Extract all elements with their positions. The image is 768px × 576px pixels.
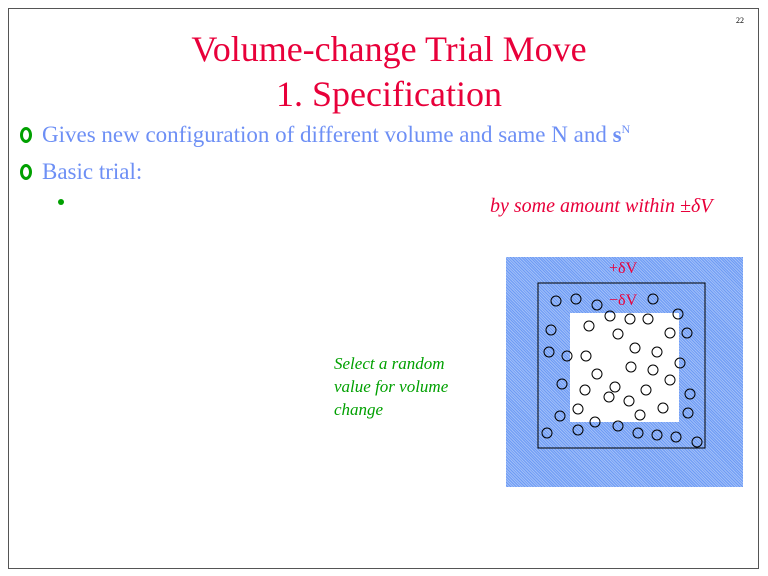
particle	[681, 327, 693, 339]
particle	[545, 324, 557, 336]
particle	[647, 293, 659, 305]
particle	[543, 346, 555, 358]
particle	[554, 410, 566, 422]
particle	[651, 346, 663, 358]
page-number: 22	[736, 16, 744, 25]
particle	[550, 295, 562, 307]
slide-title-line2: 1. Specification	[276, 74, 502, 114]
particle	[603, 391, 615, 403]
particle	[572, 424, 584, 436]
particle	[583, 320, 595, 332]
particle	[672, 308, 684, 320]
particle	[684, 388, 696, 400]
bullet-text: Basic trial:	[42, 159, 143, 184]
particle	[589, 416, 601, 428]
bullet-text: Gives new configuration of different vol…	[42, 122, 607, 147]
slide-frame	[8, 8, 759, 569]
particle	[591, 368, 603, 380]
particle	[670, 431, 682, 443]
particle	[642, 313, 654, 325]
particle	[570, 293, 582, 305]
particle	[541, 427, 553, 439]
particle	[674, 357, 686, 369]
particle	[691, 436, 703, 448]
particle	[612, 420, 624, 432]
particle	[629, 342, 641, 354]
particle	[664, 327, 676, 339]
particle	[591, 299, 603, 311]
annotation-text: Select a random value for volume change	[334, 354, 449, 419]
particle	[604, 310, 616, 322]
slide-title-line1: Volume-change Trial Move	[191, 29, 587, 69]
particle	[579, 384, 591, 396]
particle	[651, 429, 663, 441]
particle	[624, 313, 636, 325]
bold-symbol: s	[612, 122, 622, 147]
sub-bullet-text: by some amount within ±δV	[490, 195, 713, 217]
particle	[664, 374, 676, 386]
particle	[572, 403, 584, 415]
original-box	[537, 282, 706, 449]
inner-volume	[570, 313, 679, 422]
particle	[612, 328, 624, 340]
particle	[561, 350, 573, 362]
particle	[682, 407, 694, 419]
particle	[640, 384, 652, 396]
volume-diagram-background	[506, 257, 743, 487]
particle	[580, 350, 592, 362]
particle	[634, 409, 646, 421]
bullet-ring-icon	[20, 164, 32, 180]
bullet-item: Gives new configuration of different vol…	[20, 122, 630, 148]
particle	[623, 395, 635, 407]
particle	[609, 381, 621, 393]
plus-delta-v-label: +δV	[609, 260, 638, 277]
particle	[647, 364, 659, 376]
bullet-item: Basic trial:	[20, 159, 142, 185]
particle	[556, 378, 568, 390]
particle	[657, 402, 669, 414]
particle	[632, 427, 644, 439]
sub-bullet-dot-icon	[58, 199, 64, 205]
volume-diagram: +δV −δV	[537, 260, 706, 449]
bullet-ring-icon	[20, 127, 32, 143]
particle	[625, 361, 637, 373]
superscript: N	[621, 122, 631, 136]
minus-delta-v-label: −δV	[609, 292, 638, 309]
